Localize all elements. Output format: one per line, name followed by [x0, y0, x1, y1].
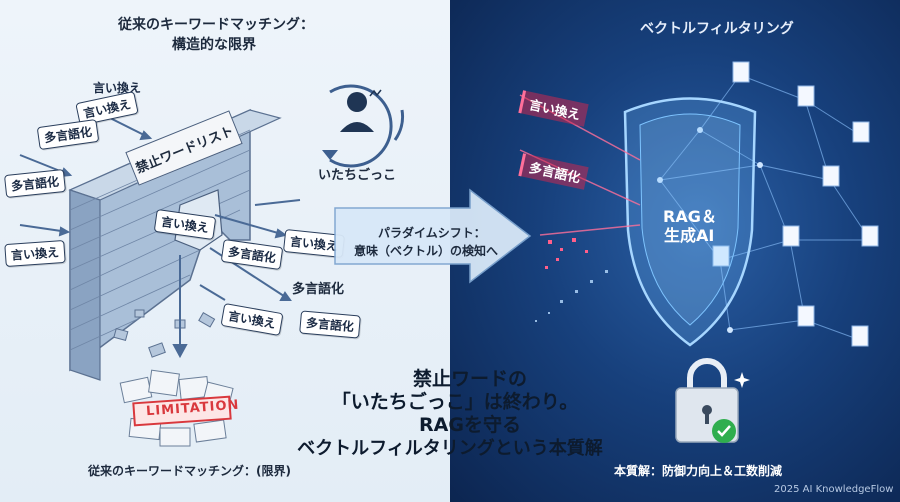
paradigm-line2: 意味（ベクトル）の検知へ	[354, 244, 499, 258]
paradigm-line1: パラダイムシフト：	[378, 226, 486, 240]
shield-label-line1: RAG＆	[663, 207, 717, 226]
headline-line2: 「いたちごっこ」は終わり。	[331, 391, 579, 413]
headline-line3: RAGを守る	[419, 414, 521, 436]
right-panel	[450, 0, 900, 502]
cycle-label: いたちごっこ	[318, 168, 397, 183]
left-caption: 従来のキーワードマッチング：(限界)	[88, 464, 291, 478]
footer-credit: 2025 AI KnowledgeFlow	[774, 484, 894, 495]
headline-line1: 禁止ワードの	[412, 368, 527, 390]
multilingual-label: 多言語化	[292, 282, 345, 297]
left-title-line1: 従来のキーワードマッチング：	[118, 17, 314, 33]
right-title: ベクトルフィルタリング	[640, 21, 794, 37]
headline: 禁止ワードの 「いたちごっこ」は終わり。 RAGを守る ベクトルフィルタリングと…	[297, 368, 605, 460]
solution-note: 本質解：防御力向上＆工数削減	[614, 464, 783, 478]
headline-line4: ベクトルフィルタリングという本質解	[297, 438, 603, 459]
shield-label-line2: 生成AI	[664, 226, 715, 245]
left-title-line2: 構造的な限界	[172, 37, 256, 53]
